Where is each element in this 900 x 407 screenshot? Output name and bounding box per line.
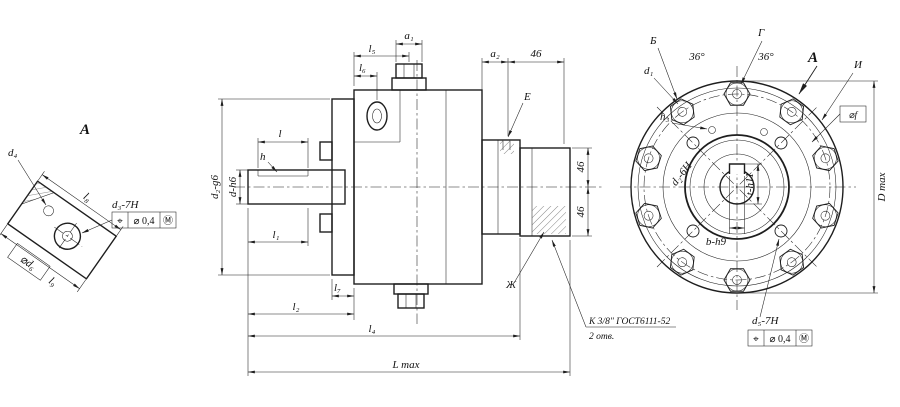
label-g: Г [757,27,765,39]
ref-dim-df: ⌀f [849,110,859,121]
dim-46-right-1: 46 [575,161,587,173]
dim-d3: d₃-7H [112,199,139,211]
bolt [635,145,662,172]
dim-l7: l₇ [334,282,341,294]
dim-l2: l₂ [293,301,300,313]
dim-d1: d₁ [644,65,654,77]
dim-l8: l₈ [81,191,94,205]
bottom-bolt [393,283,429,309]
bolt [779,248,805,276]
dim-angle-2: 36° [757,51,774,63]
end-cap-assembly [481,139,571,237]
end-view-centerlines [620,66,856,310]
dim-h3: h₃ [660,111,670,123]
dim-d6-frame: ⌀d₆ [7,242,51,281]
label-e: E [523,91,531,103]
dim-d-max: D max [876,172,888,202]
dim-l9: l₉ [46,275,59,289]
dim-a1: a₁ [404,30,414,42]
dim-d6: ⌀d₆ [18,254,38,273]
view-a-arrow-label: A [807,50,818,66]
dim-angle-1: 36° [688,51,705,63]
bolt [669,248,695,276]
drive-shaft [247,169,346,205]
note-thread-line2: 2 отв. [589,332,614,342]
dim-d-h6: d-h6 [227,176,239,197]
side-view-dimensions: a₁ l₅ l₆ a₂ 46 E l h d-h6 [209,30,676,376]
dim-l5: l₅ [369,43,376,55]
detail-view-a: A l₈ l₉ d₄ d₃-7H ⌖ ⌀ 0,4 Ⓜ ⌀d₆ [0,122,177,293]
gdt-position-icon: ⌖ [753,334,759,345]
dim-l: l [278,128,281,140]
end-view: Б 36° 36° Г A И d₁ h₃ ⌀f d₂-6H t-h11 b-h… [620,27,888,347]
dim-l4: l₄ [369,323,376,335]
dim-b-h9: b-h9 [706,236,727,248]
dowel-holes [686,126,788,238]
dim-l-max: L max [392,359,420,371]
gdt-frame-detail: ⌖ ⌀ 0,4 Ⓜ [111,211,177,229]
bolt [812,145,839,172]
dim-l6: l₆ [359,62,366,74]
note-thread-line1: К 3/8" ГОСТ6111-52 [588,317,670,327]
dim-d2: d₂-g6 [209,175,221,199]
side-view: a₁ l₅ l₆ a₂ 46 E l h d-h6 [209,30,676,376]
dim-t-h11: t-h11 [744,173,756,195]
gdt-frame-end: ⌖ ⌀ 0,4 Ⓜ [747,329,813,347]
gdt-tolerance-value: ⌀ 0,4 [769,334,790,345]
bolt [635,202,662,229]
dim-d4: d₄ [8,147,18,159]
dim-46-right-2: 46 [575,206,587,218]
gdt-position-icon: ⌖ [117,216,123,227]
dim-46-top: 46 [531,48,543,60]
detail-block: l₈ l₉ [0,171,124,293]
flange-circles [630,80,844,294]
bolt [812,202,839,229]
label-zh: Ж [505,279,517,291]
view-a-title: A [79,122,90,138]
centerlines [234,60,604,324]
gdt-tolerance-value: ⌀ 0,4 [133,216,154,227]
dim-d5: d₅-7H [752,315,779,327]
dim-a2: a₂ [490,48,500,60]
bolt [779,98,805,126]
label-i: И [853,59,863,71]
end-view-dimensions: t-h11 b-h9 D max d₅-7H ⌖ ⌀ 0,4 Ⓜ [706,80,888,347]
dim-l1: l₁ [273,229,280,241]
label-b: Б [649,35,657,47]
gdt-material-modifier-icon: Ⓜ [799,333,809,345]
bolt [723,268,751,292]
gdt-material-modifier-icon: Ⓜ [163,215,173,227]
dim-h: h [260,151,266,163]
top-bolt [391,63,427,91]
